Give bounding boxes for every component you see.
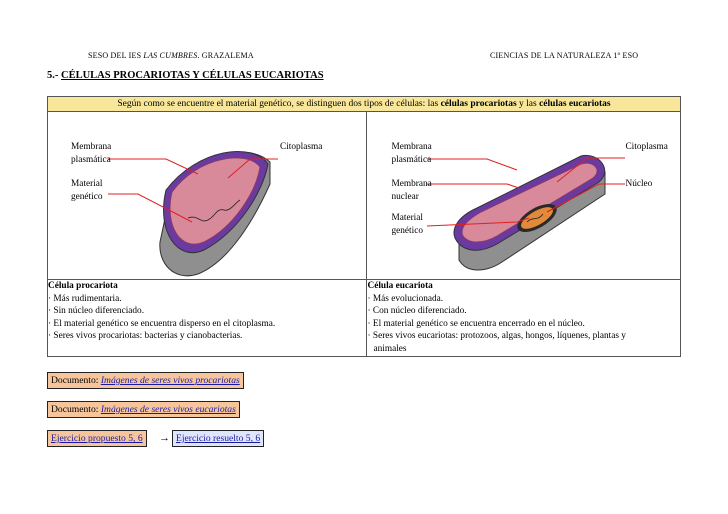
label-membrana-line2: plasmática <box>71 154 111 165</box>
procariota-diagram <box>108 151 278 277</box>
doc-procariotas-box: Documento: Imágenes de seres vivos proca… <box>47 372 244 389</box>
intro-row: Según como se encuentre el material gené… <box>47 96 681 112</box>
label-membrana-nuclear: Membrana nuclear <box>391 178 431 203</box>
doc-eucariotas-box: Documento: Imágenes de seres vivos eucar… <box>47 401 240 418</box>
label-citoplasma: Citoplasma <box>280 142 323 152</box>
eucariota-title: Célula eucariota <box>367 281 433 291</box>
doc-procariotas-link[interactable]: Imágenes de seres vivos procariotas <box>101 375 240 386</box>
arrow-icon: → <box>159 432 170 444</box>
eucariota-item: · Más evolucionada. <box>367 293 444 304</box>
label-material-line1: Material <box>71 179 103 189</box>
eucariota-pointers <box>427 157 626 227</box>
label-material-euc-line2: genético <box>391 225 423 236</box>
header-right: CIENCIAS DE LA NATURALEZA 1º ESO <box>490 51 639 60</box>
doc-label: Documento: <box>51 375 101 386</box>
label-nucleo: Núcleo <box>625 179 653 189</box>
eucariota-diagram <box>427 154 626 271</box>
intro-connector: y las <box>516 99 540 109</box>
procariota-item: · Seres vivos procariotas: bacterias y c… <box>48 331 243 342</box>
section-number: 5.- <box>47 70 61 81</box>
ejercicio-resuelto-link[interactable]: Ejercicio resuelto 5, 6 <box>176 433 261 444</box>
procariota-description: Célula procariota · Más rudimentaria. · … <box>46 279 368 357</box>
ejercicio-resuelto-box: Ejercicio resuelto 5, 6 <box>172 430 265 447</box>
label-membrana-euc-line2: plasmática <box>391 154 432 165</box>
procariota-title: Célula procariota <box>48 281 118 291</box>
eucariota-item: animales <box>373 343 407 354</box>
section-heading: CÉLULAS PROCARIOTAS Y CÉLULAS EUCARIOTAS <box>61 70 324 81</box>
label-material-euc-line1: Material <box>391 213 423 223</box>
eucariota-description: Célula eucariota · Más evolucionada. · C… <box>366 279 681 357</box>
cell-comparison-table: Según como se encuentre el material gené… <box>46 96 681 357</box>
label-membrana-plasmatica: Membrana plasmática <box>71 141 111 166</box>
eucariota-item: · Seres vivos eucariotas: protozoos, alg… <box>367 331 626 342</box>
intro-eucariotas: células eucariotas <box>539 99 611 109</box>
procariota-pointers <box>108 158 278 223</box>
eucariota-item: · Con núcleo diferenciado. <box>367 306 467 317</box>
doc-label: Documento: <box>51 404 101 415</box>
header-town: . GRAZALEMA <box>197 51 254 60</box>
header-left: SESO DEL IES LAS CUMBRES. GRAZALEMA <box>88 51 254 60</box>
label-membrana-plasmatica-euc: Membrana plasmática <box>391 141 431 166</box>
eucariota-image-cell: Membrana plasmática Membrana nuclear Mat… <box>366 111 681 280</box>
procariota-item: · El material genético se encuentra disp… <box>48 318 276 329</box>
label-nuclear-line2: nuclear <box>391 191 419 202</box>
label-citoplasma-euc: Citoplasma <box>625 142 668 152</box>
section-title: 5.- CÉLULAS PROCARIOTAS Y CÉLULAS EUCARI… <box>47 70 324 81</box>
intro-text: Según como se encuentre el material gené… <box>117 99 441 109</box>
label-material-line2: genético <box>71 191 103 202</box>
label-nuclear-line1: Membrana <box>391 179 432 189</box>
doc-eucariotas-link[interactable]: Imágenes de seres vivos eucariotas <box>101 404 236 415</box>
eucariota-item: · El material genético se encuentra ence… <box>367 318 585 329</box>
procariota-item: · Sin núcleo diferenciado. <box>48 306 145 317</box>
procariota-image-cell: Membrana plasmática Material genético Ci… <box>46 111 368 280</box>
doc-eucariotas-text: Imágenes de seres vivos eucariotas <box>100 404 236 415</box>
header-school: SESO DEL IES <box>88 51 144 60</box>
intro-procariotas: células procariotas <box>440 99 517 109</box>
label-material-genetico: Material genético <box>71 178 103 203</box>
procariota-item: · Más rudimentaria. <box>48 293 122 304</box>
ejercicio-propuesto-link[interactable]: Ejercicio propuesto 5, 6 <box>51 433 143 444</box>
procariota-cell-illustration <box>159 151 271 277</box>
ejercicio-propuesto-box: Ejercicio propuesto 5, 6 <box>47 430 147 447</box>
doc-procariotas-text: Imágenes de seres vivos procariotas <box>100 375 240 386</box>
header-school-name: LAS CUMBRES <box>143 51 198 60</box>
label-membrana-line1: Membrana <box>71 142 112 152</box>
label-material-genetico-euc: Material genético <box>391 212 423 237</box>
label-membrana-euc-line1: Membrana <box>391 142 432 152</box>
eucariota-cell-illustration <box>454 154 606 271</box>
